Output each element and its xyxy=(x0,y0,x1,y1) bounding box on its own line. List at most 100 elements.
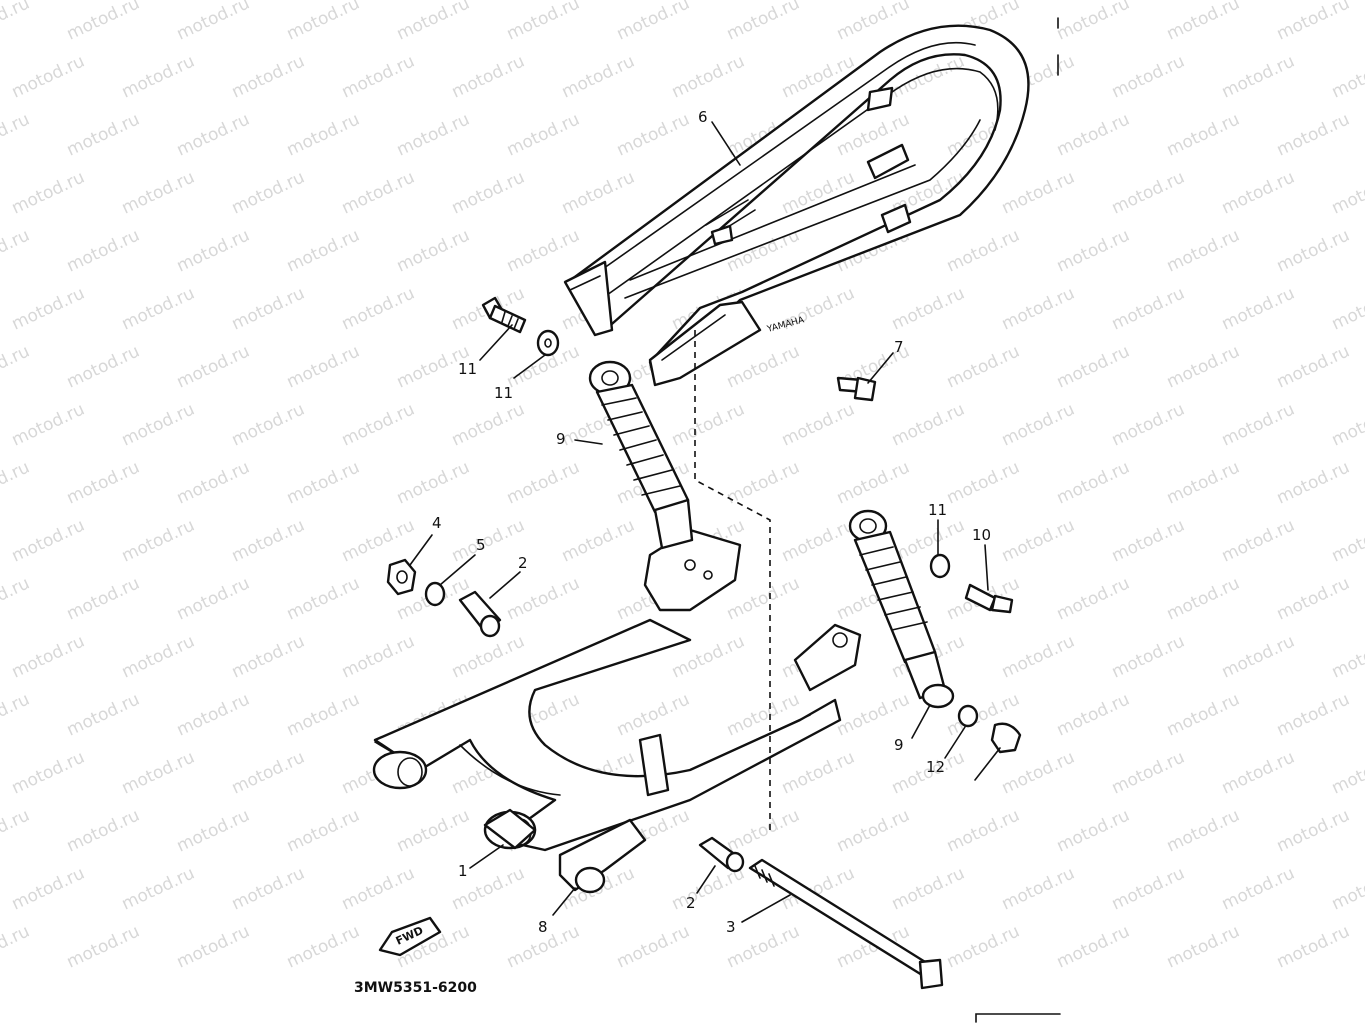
part-code-label: 3MW5351-6200 xyxy=(354,980,477,996)
watermark-text: motod.ru xyxy=(284,921,363,972)
watermark-text: motod.ru xyxy=(284,0,363,45)
watermark-text: motod.ru xyxy=(1274,921,1353,972)
watermark-text: motod.ru xyxy=(339,283,418,334)
label-11-right-upper: 11 xyxy=(928,501,947,519)
watermark-text: motod.ru xyxy=(559,51,638,102)
washer-5 xyxy=(424,581,446,607)
watermark-text: motod.ru xyxy=(0,573,33,624)
watermark-text: motod.ru xyxy=(1219,167,1298,218)
watermark-text: motod.ru xyxy=(394,457,473,508)
watermark-text: motod.ru xyxy=(229,747,308,798)
bolt-7 xyxy=(836,376,877,402)
watermark-text: motod.ru xyxy=(724,805,803,856)
watermark-text: motod.ru xyxy=(1219,747,1298,798)
watermark-text: motod.ru xyxy=(999,167,1078,218)
watermark-text: motod.ru xyxy=(449,399,528,450)
watermark-text: motod.ru xyxy=(1164,0,1243,45)
label-2-upper: 2 xyxy=(518,554,528,572)
watermark-text: motod.ru xyxy=(1219,631,1298,682)
watermark-text: motod.ru xyxy=(64,341,143,392)
cap-12 xyxy=(990,722,1022,754)
watermark-text: motod.ru xyxy=(724,573,803,624)
watermark-text: motod.ru xyxy=(284,225,363,276)
watermark-text: motod.ru xyxy=(1164,689,1243,740)
watermark-text: motod.ru xyxy=(394,805,473,856)
watermark-text: motod.ru xyxy=(1164,921,1243,972)
watermark-text: motod.ru xyxy=(889,863,968,914)
label-6: 6 xyxy=(698,108,708,126)
label-7: 7 xyxy=(894,338,904,356)
watermark-text: motod.ru xyxy=(1329,283,1365,334)
shock-absorber-right xyxy=(848,509,955,709)
watermark-text: motod.ru xyxy=(1219,283,1298,334)
watermark-text: motod.ru xyxy=(0,109,33,160)
watermark-text: motod.ru xyxy=(1054,689,1133,740)
label-2-lower: 2 xyxy=(686,894,696,912)
watermark-text: motod.ru xyxy=(1274,0,1353,45)
watermark-text: motod.ru xyxy=(779,515,858,566)
watermark-text: motod.ru xyxy=(119,631,198,682)
watermark-text: motod.ru xyxy=(119,51,198,102)
watermark-text: motod.ru xyxy=(1274,689,1353,740)
watermark-text: motod.ru xyxy=(779,399,858,450)
watermark-text: motod.ru xyxy=(119,747,198,798)
watermark-text: motod.ru xyxy=(889,399,968,450)
watermark-text: motod.ru xyxy=(1164,573,1243,624)
watermark-text: motod.ru xyxy=(229,283,308,334)
watermark-text: motod.ru xyxy=(1164,805,1243,856)
watermark-text: motod.ru xyxy=(0,0,33,45)
watermark-text: motod.ru xyxy=(944,225,1023,276)
watermark-text: motod.ru xyxy=(944,341,1023,392)
watermark-text: motod.ru xyxy=(1054,341,1133,392)
watermark-text: motod.ru xyxy=(1054,225,1133,276)
watermark-text: motod.ru xyxy=(64,109,143,160)
label-10-left: 11 xyxy=(458,360,477,378)
watermark-text: motod.ru xyxy=(1274,341,1353,392)
watermark-text: motod.ru xyxy=(229,863,308,914)
watermark-text: motod.ru xyxy=(449,631,528,682)
watermark-text: motod.ru xyxy=(1054,0,1133,45)
washer-11-right-upper xyxy=(929,553,951,579)
watermark-text: motod.ru xyxy=(1109,399,1188,450)
watermark-text: motod.ru xyxy=(64,573,143,624)
watermark-text: motod.ru xyxy=(1164,457,1243,508)
watermark-text: motod.ru xyxy=(449,51,528,102)
watermark-text: motod.ru xyxy=(1109,515,1188,566)
label-8: 8 xyxy=(538,918,548,936)
watermark-text: motod.ru xyxy=(614,689,693,740)
watermark-text: motod.ru xyxy=(0,341,33,392)
label-10-right: 10 xyxy=(972,526,991,544)
watermark-text: motod.ru xyxy=(229,51,308,102)
watermark-text: motod.ru xyxy=(0,921,33,972)
watermark-text: motod.ru xyxy=(559,167,638,218)
watermark-text: motod.ru xyxy=(339,167,418,218)
watermark-text: motod.ru xyxy=(1164,225,1243,276)
watermark-text: motod.ru xyxy=(559,515,638,566)
label-11-right-lower: 12 xyxy=(926,758,945,776)
part-labels: 6 11 11 9 7 4 5 2 11 10 9 12 1 8 2 3 xyxy=(409,108,1001,936)
fwd-arrow: FWD xyxy=(378,916,442,957)
watermark-text: motod.ru xyxy=(504,457,583,508)
watermark-text: motod.ru xyxy=(834,457,913,508)
label-4: 4 xyxy=(432,514,442,532)
label-11-left: 11 xyxy=(494,384,513,402)
watermark-text: motod.ru xyxy=(944,921,1023,972)
watermark-text: motod.ru xyxy=(1164,109,1243,160)
watermark-text: motod.ru xyxy=(1219,863,1298,914)
watermark-text: motod.ru xyxy=(1274,457,1353,508)
watermark-text: motod.ru xyxy=(1054,457,1133,508)
watermark-text: motod.ru xyxy=(339,515,418,566)
watermark-text: motod.ru xyxy=(229,167,308,218)
watermark-text: motod.ru xyxy=(1329,515,1365,566)
watermark-text: motod.ru xyxy=(944,457,1023,508)
watermark-text: motod.ru xyxy=(999,283,1078,334)
watermark-text: motod.ru xyxy=(284,689,363,740)
watermark-text: motod.ru xyxy=(0,689,33,740)
page-corner-mark xyxy=(975,1013,1061,1023)
watermark-text: motod.ru xyxy=(119,863,198,914)
watermark-text: motod.ru xyxy=(1054,921,1133,972)
watermark-text: motod.ru xyxy=(119,283,198,334)
watermark-text: motod.ru xyxy=(174,457,253,508)
watermark-text: motod.ru xyxy=(174,109,253,160)
